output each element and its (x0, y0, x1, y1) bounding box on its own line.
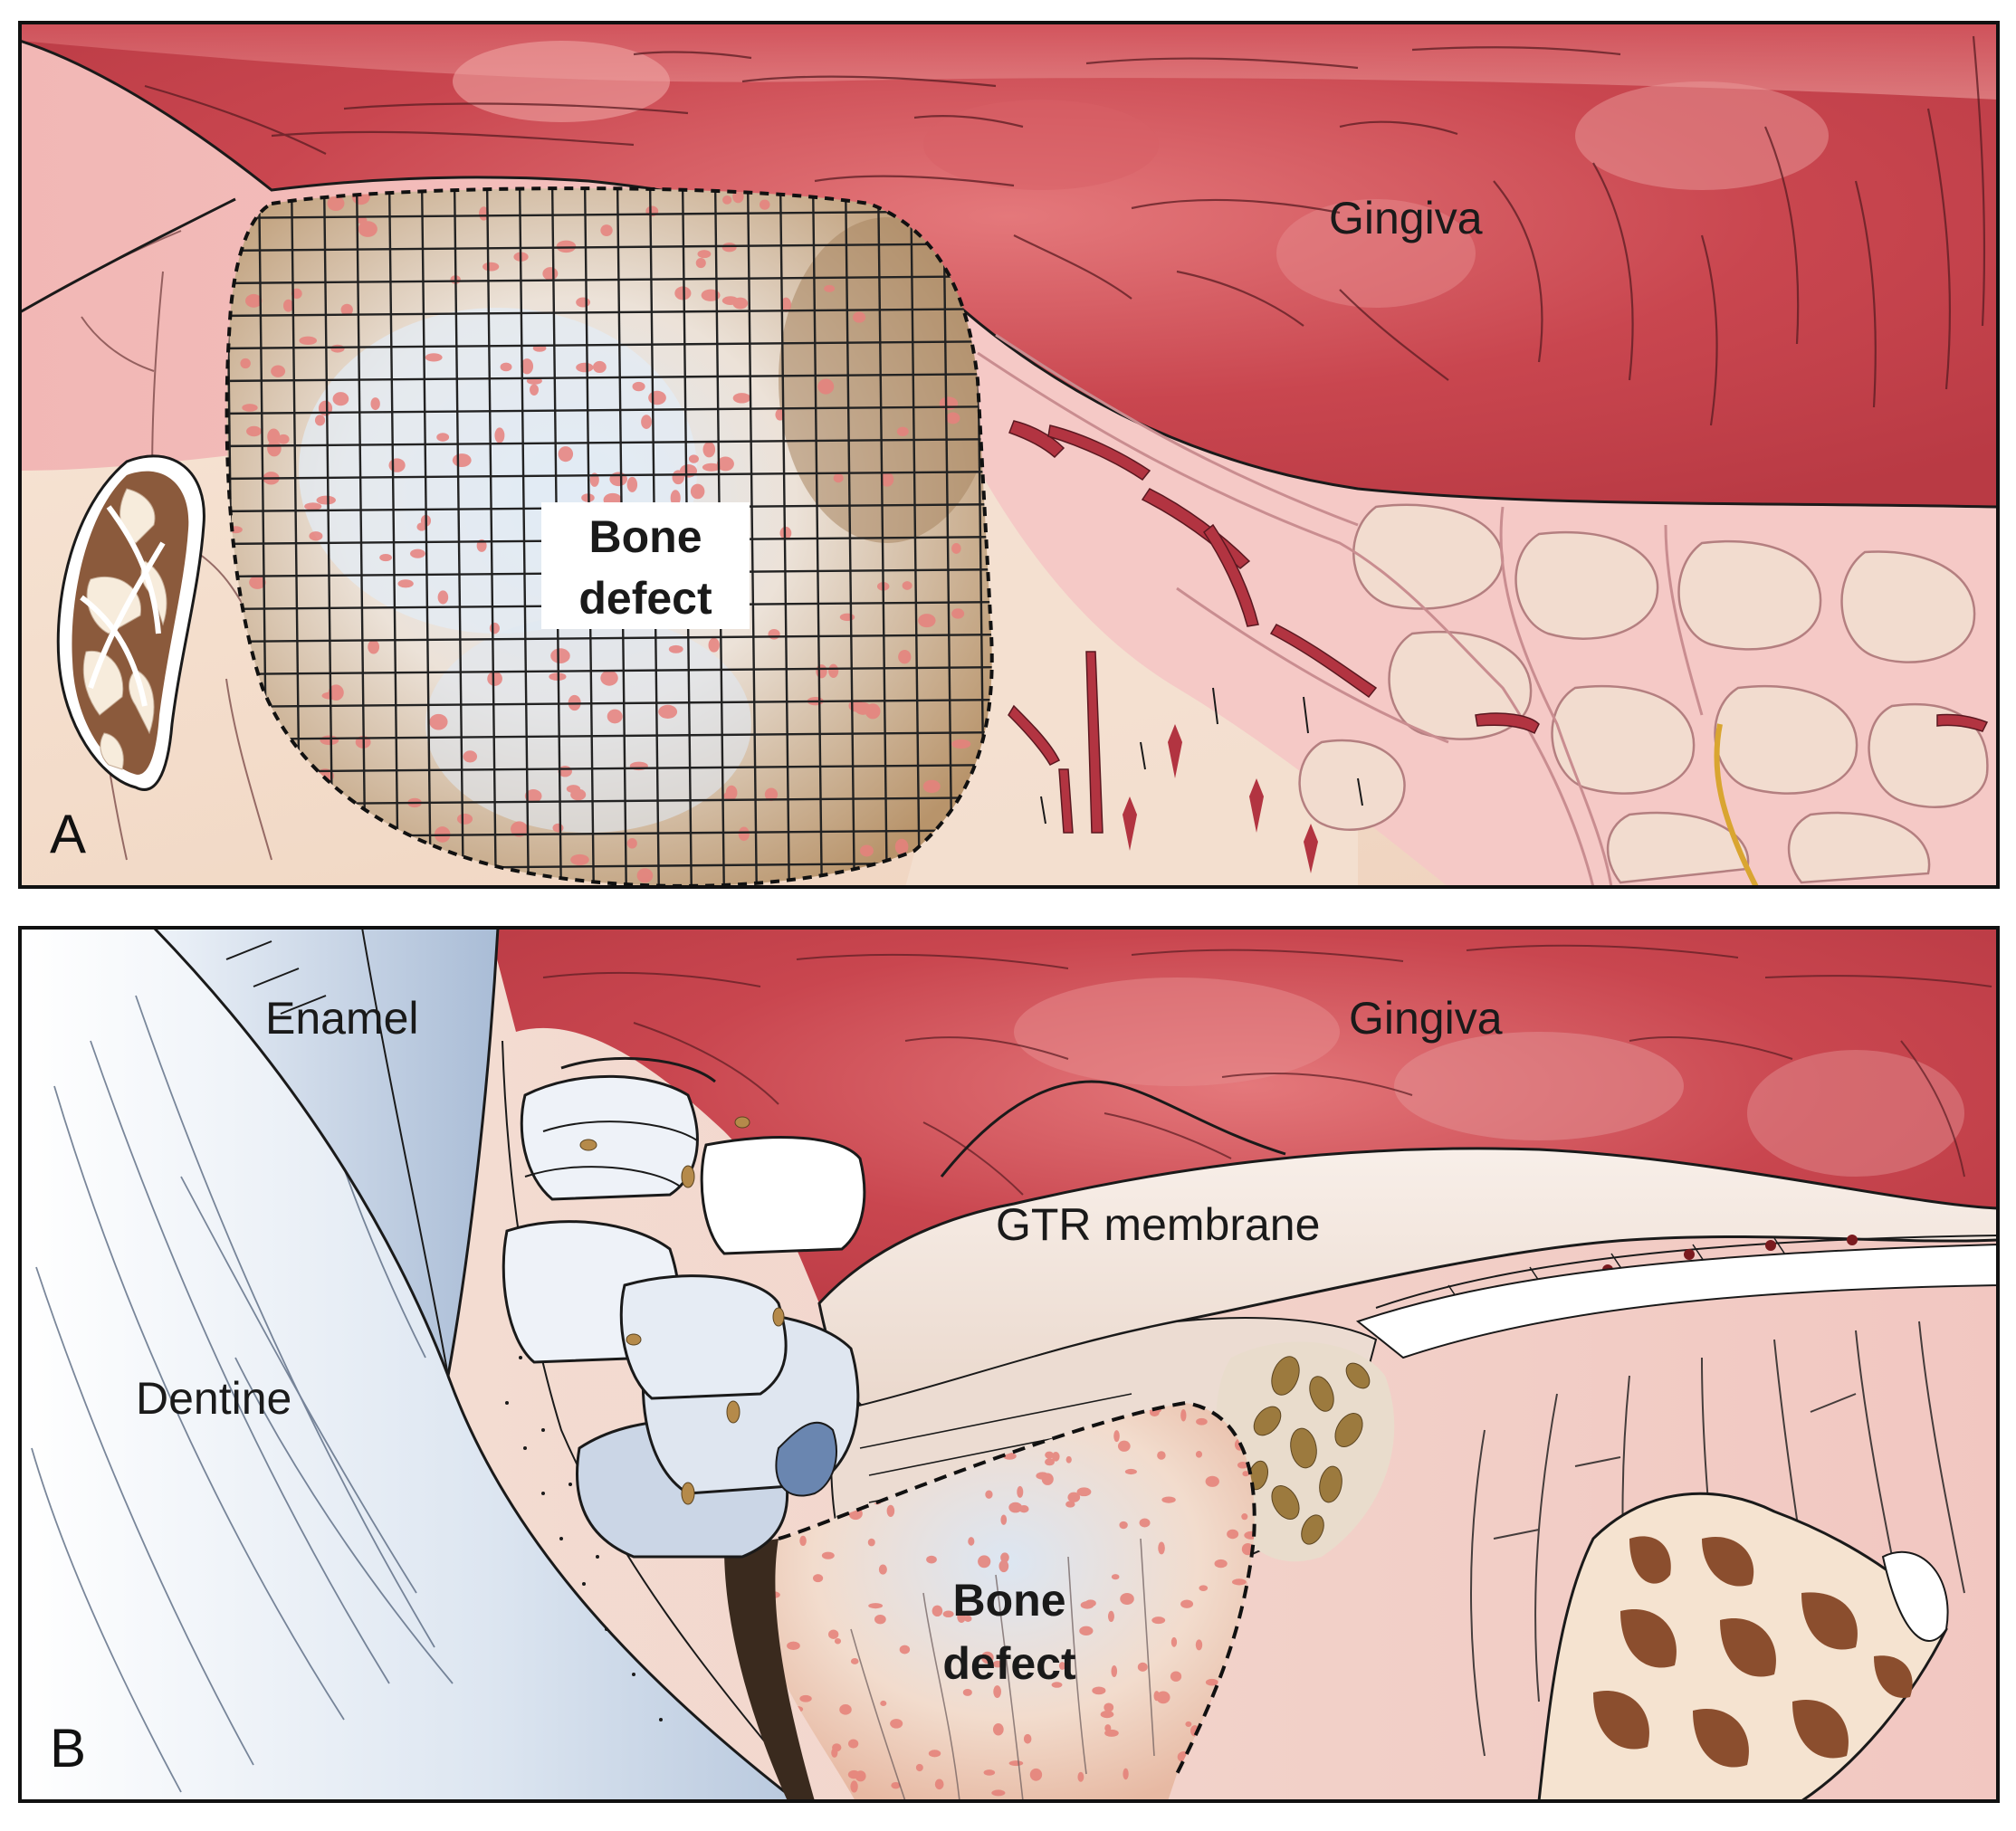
dentine-label: Dentine (136, 1373, 291, 1424)
panel-a-frame (18, 21, 2000, 889)
panel-b: Enamel Gingiva GTR membrane Dentine Bone… (20, 928, 1998, 1801)
trabecular-bone-sample-a (56, 454, 205, 791)
gtr-membrane-label: GTR membrane (996, 1199, 1320, 1250)
panel-b-frame (18, 926, 2000, 1803)
bone-defect-label-b-line2: defect (942, 1638, 1076, 1689)
enamel-label: Enamel (265, 993, 419, 1044)
bone-defect-label-a-line1: Bone (589, 511, 702, 562)
bone-defect-label-b-line1: Bone (953, 1575, 1066, 1626)
bone-defect-label-a-line2: defect (578, 573, 712, 624)
panel-a: Bone defect Gingiva A (20, 23, 1998, 887)
trabecular-bone-sample-b (1537, 1492, 1949, 1801)
gingiva-label-b: Gingiva (1349, 993, 1503, 1044)
bone-defect-area-b (724, 1400, 1256, 1801)
panel-letter-a: A (50, 804, 86, 864)
membrane-fixation-crown (502, 1056, 866, 1559)
panel-letter-b: B (50, 1718, 86, 1779)
gingiva-label-a: Gingiva (1329, 193, 1483, 243)
